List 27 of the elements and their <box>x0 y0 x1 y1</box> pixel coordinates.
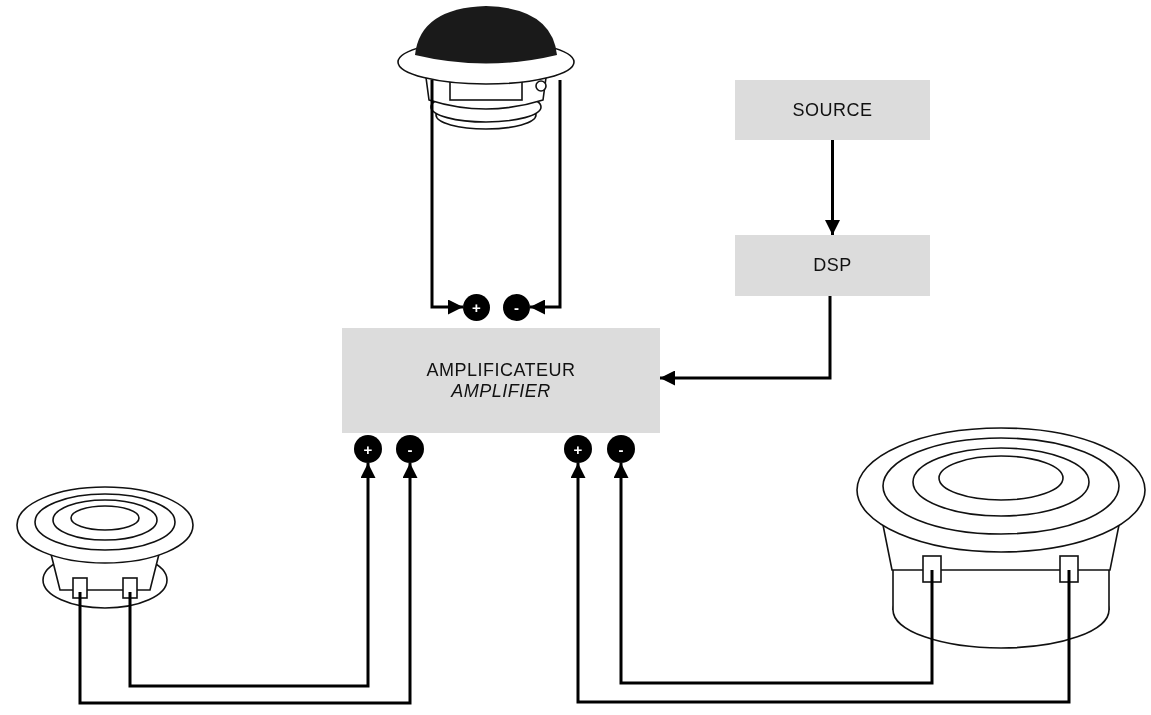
terminal-marker <box>396 435 424 463</box>
wire-arrow <box>613 463 934 685</box>
polarity-sign: - <box>514 300 519 315</box>
polarity-sign: - <box>618 441 624 457</box>
polarity-sign: + <box>363 441 373 457</box>
terminal-marker <box>503 294 530 321</box>
terminal-marker <box>607 435 635 463</box>
box-label: SOURCE <box>792 99 873 121</box>
box-subtitle: AMPLIFIER <box>451 380 551 402</box>
wire-arrow <box>128 463 376 688</box>
polarity-sign: + <box>573 441 583 457</box>
amplifier-box <box>342 328 660 433</box>
terminal-marker <box>564 435 592 463</box>
wire-arrow <box>430 135 463 315</box>
terminal-marker <box>354 435 382 463</box>
wire-arrow <box>78 463 418 705</box>
polarity-sign: - <box>407 441 413 457</box>
box-title: AMPLIFICATEUR <box>426 359 576 381</box>
wire-arrow <box>570 463 1071 704</box>
process-box <box>735 235 930 296</box>
terminal-marker <box>463 294 490 321</box>
wire-arrow <box>825 140 840 235</box>
box-label: DSP <box>813 255 852 276</box>
polarity-sign: + <box>472 300 481 315</box>
wire-arrow <box>660 296 832 386</box>
wire-arrow <box>530 135 562 315</box>
process-box <box>735 80 930 140</box>
